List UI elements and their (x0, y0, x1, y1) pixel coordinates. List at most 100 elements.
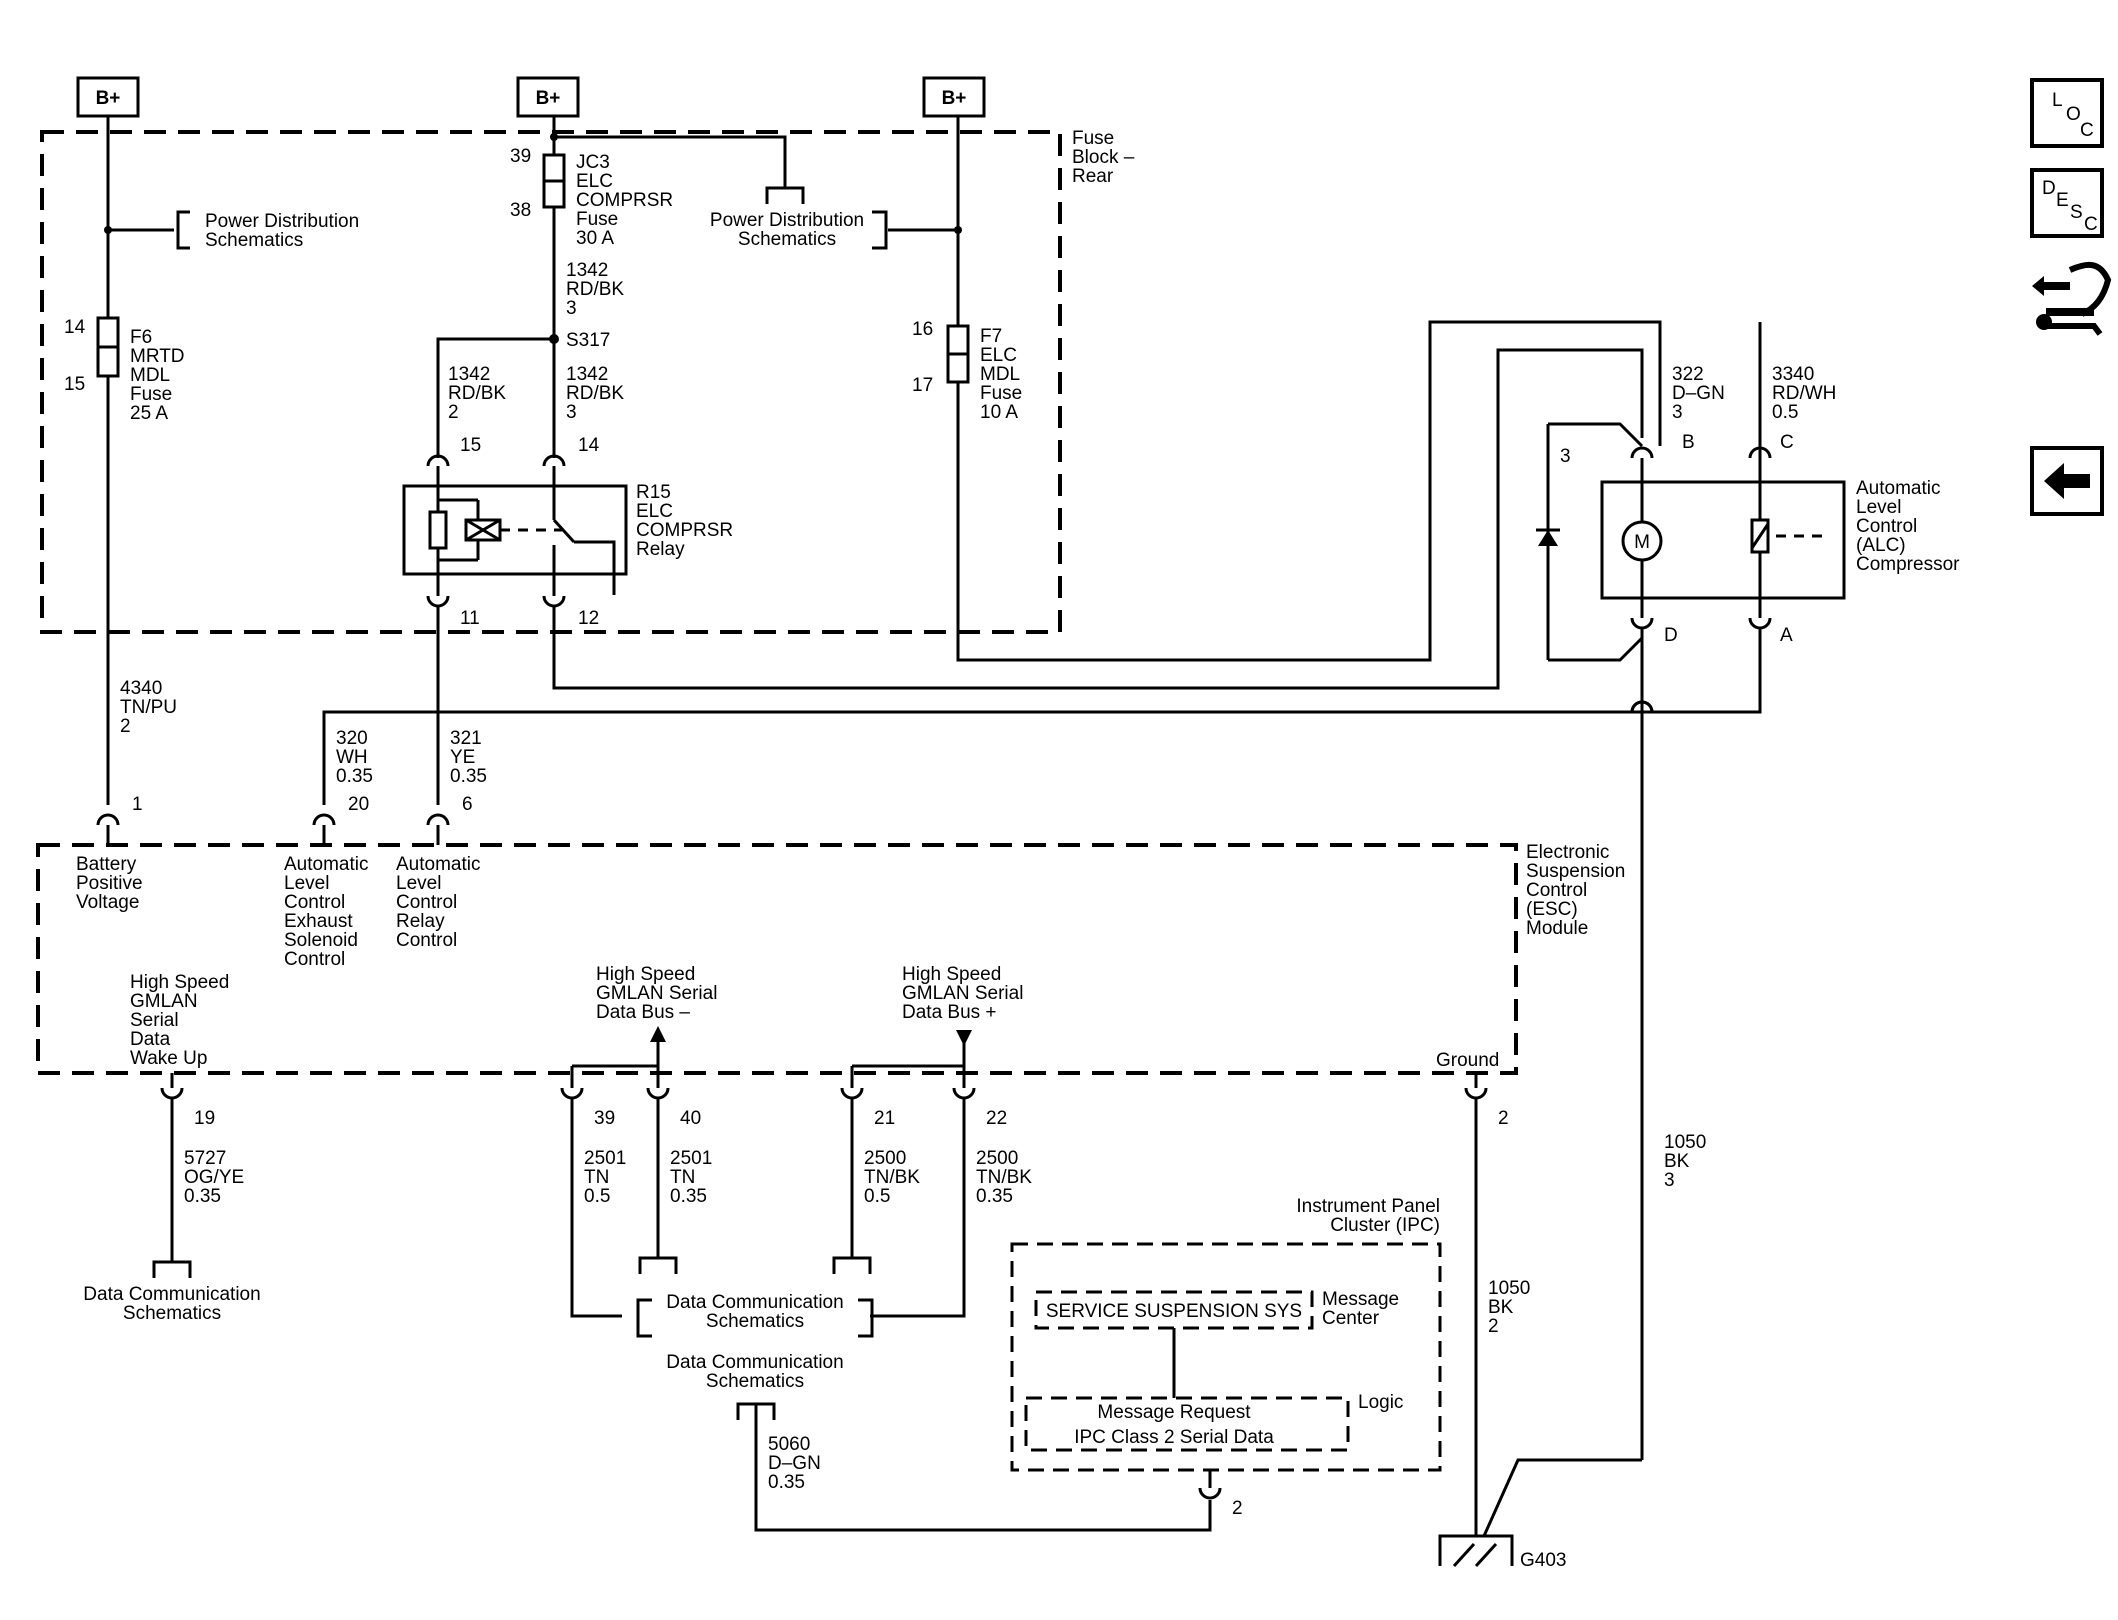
svg-text:Automatic: Automatic (396, 854, 480, 875)
svg-text:Schematics: Schematics (205, 230, 303, 251)
wire-1050-upper: 1050 BK 3 (1664, 1132, 1706, 1191)
alc-compressor: M B C D A 3 Automatic Level Control (ALC… (1536, 422, 1960, 662)
svg-text:Relay: Relay (636, 539, 685, 560)
esc-wake-up: High Speed GMLAN Serial Data Wake Up (130, 972, 229, 1069)
esc-data-bus-negative: High Speed GMLAN Serial Data Bus – (596, 964, 717, 1023)
svg-text:TN/BK: TN/BK (864, 1167, 920, 1188)
svg-text:21: 21 (874, 1108, 895, 1129)
svg-text:MRTD: MRTD (130, 346, 185, 367)
power-distribution-ref-left[interactable]: Power Distribution Schematics (176, 210, 359, 251)
svg-text:Power Distribution: Power Distribution (710, 210, 864, 231)
svg-text:1050: 1050 (1488, 1278, 1530, 1299)
desc-icon[interactable]: D E S C (2030, 168, 2104, 238)
svg-text:TN/PU: TN/PU (120, 697, 177, 718)
svg-text:D: D (2042, 178, 2056, 199)
esc-ground-label: Ground (1436, 1050, 1499, 1071)
svg-text:Schematics: Schematics (706, 1371, 804, 1392)
loc-icon[interactable]: L O C (2030, 78, 2104, 148)
svg-text:22: 22 (986, 1108, 1007, 1129)
svg-text:BK: BK (1488, 1297, 1514, 1318)
esc-pin-1: 1 (132, 794, 143, 815)
svg-text:Schematics: Schematics (738, 229, 836, 250)
svg-text:M: M (1634, 532, 1650, 553)
svg-text:Automatic: Automatic (1856, 478, 1940, 499)
svg-text:B+: B+ (942, 88, 967, 109)
bplus-terminal-right: B+ (922, 76, 986, 118)
svg-text:19: 19 (194, 1108, 215, 1129)
svg-text:1342: 1342 (448, 364, 490, 385)
back-arrow-icon[interactable] (2030, 446, 2104, 516)
svg-text:Block –: Block – (1072, 147, 1135, 168)
wire-3340: 3340 RD/WH 0.5 (1772, 364, 1836, 423)
connector-hand-icon[interactable] (2032, 261, 2112, 336)
svg-text:Positive: Positive (76, 873, 143, 894)
svg-text:2501: 2501 (670, 1148, 712, 1169)
svg-text:D: D (1664, 625, 1678, 646)
wire-320: 320 WH 0.35 (336, 728, 373, 787)
svg-text:0.5: 0.5 (584, 1186, 610, 1207)
svg-text:(ALC): (ALC) (1856, 535, 1906, 556)
svg-text:Level: Level (396, 873, 441, 894)
svg-text:3: 3 (1672, 402, 1683, 423)
svg-text:TN: TN (584, 1167, 609, 1188)
svg-text:2: 2 (1498, 1108, 1509, 1129)
svg-text:Control: Control (284, 892, 345, 913)
esc-data-bus-positive: High Speed GMLAN Serial Data Bus + (902, 964, 1023, 1023)
svg-text:D–GN: D–GN (768, 1453, 821, 1474)
svg-text:39: 39 (510, 146, 531, 167)
svg-text:Control: Control (396, 930, 457, 951)
svg-text:WH: WH (336, 747, 368, 768)
svg-text:15: 15 (460, 435, 481, 456)
svg-text:R15: R15 (636, 482, 671, 503)
data-communication-ref-left[interactable]: Data Communication Schematics (83, 1260, 261, 1324)
svg-text:2: 2 (1488, 1316, 1499, 1337)
svg-text:ELC: ELC (576, 171, 613, 192)
svg-text:1342: 1342 (566, 260, 608, 281)
svg-text:4340: 4340 (120, 678, 162, 699)
svg-text:25 A: 25 A (130, 403, 168, 424)
data-communication-ref-bottom[interactable]: Data Communication Schematics (666, 1352, 844, 1420)
esc-relay-control: Automatic Level Control Relay Control (396, 854, 480, 951)
svg-text:YE: YE (450, 747, 475, 768)
svg-text:Solenoid: Solenoid (284, 930, 358, 951)
svg-text:Relay: Relay (396, 911, 445, 932)
power-distribution-ref-center[interactable]: Power Distribution Schematics (710, 186, 864, 250)
svg-text:30 A: 30 A (576, 228, 614, 249)
bplus-terminal-left: B+ (76, 76, 140, 118)
svg-text:Control: Control (284, 949, 345, 970)
svg-text:Control: Control (396, 892, 457, 913)
ipc-message-center: SERVICE SUSPENSION SYS Message Center (1034, 1289, 1399, 1330)
svg-text:TN/BK: TN/BK (976, 1167, 1032, 1188)
wire-5727: 5727 OG/YE 0.35 (184, 1148, 244, 1207)
svg-text:0.5: 0.5 (1772, 402, 1798, 423)
svg-text:GMLAN Serial: GMLAN Serial (902, 983, 1023, 1004)
svg-text:Battery: Battery (76, 854, 137, 875)
svg-text:O: O (2066, 104, 2081, 125)
svg-text:Compressor: Compressor (1856, 554, 1960, 575)
fuse-f6: 14 15 F6 MRTD MDL Fuse 25 A (64, 316, 185, 424)
svg-text:17: 17 (912, 375, 933, 396)
data-communication-ref-center[interactable]: Data Communication Schematics (636, 1292, 874, 1338)
svg-text:Power Distribution: Power Distribution (205, 211, 359, 232)
svg-text:Automatic: Automatic (284, 854, 368, 875)
svg-text:Logic: Logic (1358, 1392, 1403, 1413)
svg-text:G403: G403 (1520, 1550, 1566, 1571)
svg-text:B+: B+ (96, 88, 121, 109)
svg-text:F6: F6 (130, 327, 152, 348)
svg-text:3: 3 (1664, 1170, 1675, 1191)
svg-text:Fuse: Fuse (980, 383, 1022, 404)
svg-text:Data Bus +: Data Bus + (902, 1002, 997, 1023)
esc-pin-20: 20 (348, 794, 369, 815)
wire-2501-a: 2501 TN 0.5 (584, 1148, 626, 1207)
svg-text:Control: Control (1526, 880, 1587, 901)
splice-label: S317 (566, 330, 610, 351)
svg-text:322: 322 (1672, 364, 1704, 385)
ipc-outline (1010, 1242, 1442, 1472)
svg-text:Exhaust: Exhaust (284, 911, 353, 932)
ipc-pin-2: 2 (1232, 1498, 1243, 1519)
wire-2500-a: 2500 TN/BK 0.5 (864, 1148, 920, 1207)
svg-text:320: 320 (336, 728, 368, 749)
wire-1342-upper: 1342 RD/BK 3 (566, 260, 624, 319)
svg-text:321: 321 (450, 728, 482, 749)
fuse-block-rear-outline (40, 130, 1062, 634)
